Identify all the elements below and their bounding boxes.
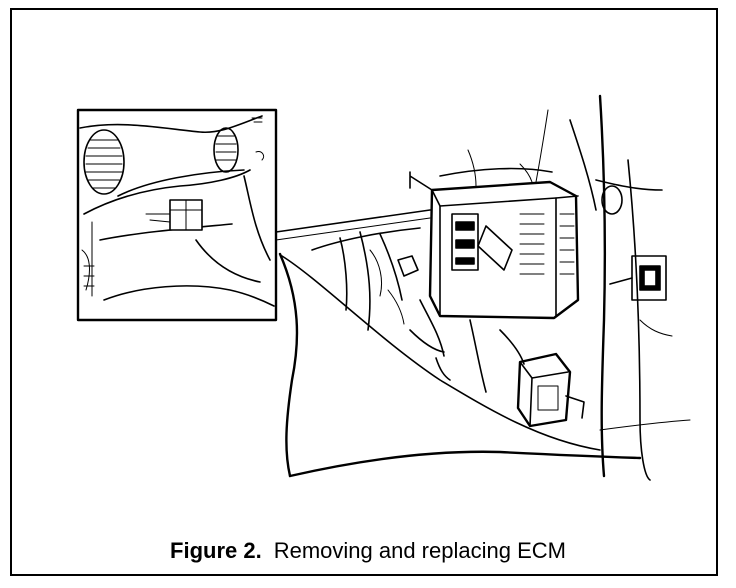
figure-caption: Figure 2. Removing and replacing ECM (0, 538, 736, 564)
figure-title: Removing and replacing ECM (273, 538, 566, 563)
air-vent-right (213, 127, 239, 173)
leader-line (275, 209, 431, 233)
inset-dashboard-view (76, 108, 278, 322)
figure-label: Figure 2. (170, 538, 262, 563)
inset-ecm-module (145, 199, 203, 231)
door-latch (609, 255, 667, 301)
main-view (278, 94, 691, 481)
relay-module (516, 352, 585, 428)
air-vent-left (83, 129, 125, 195)
wiring-harness (339, 231, 525, 393)
ecm-module (409, 167, 580, 320)
